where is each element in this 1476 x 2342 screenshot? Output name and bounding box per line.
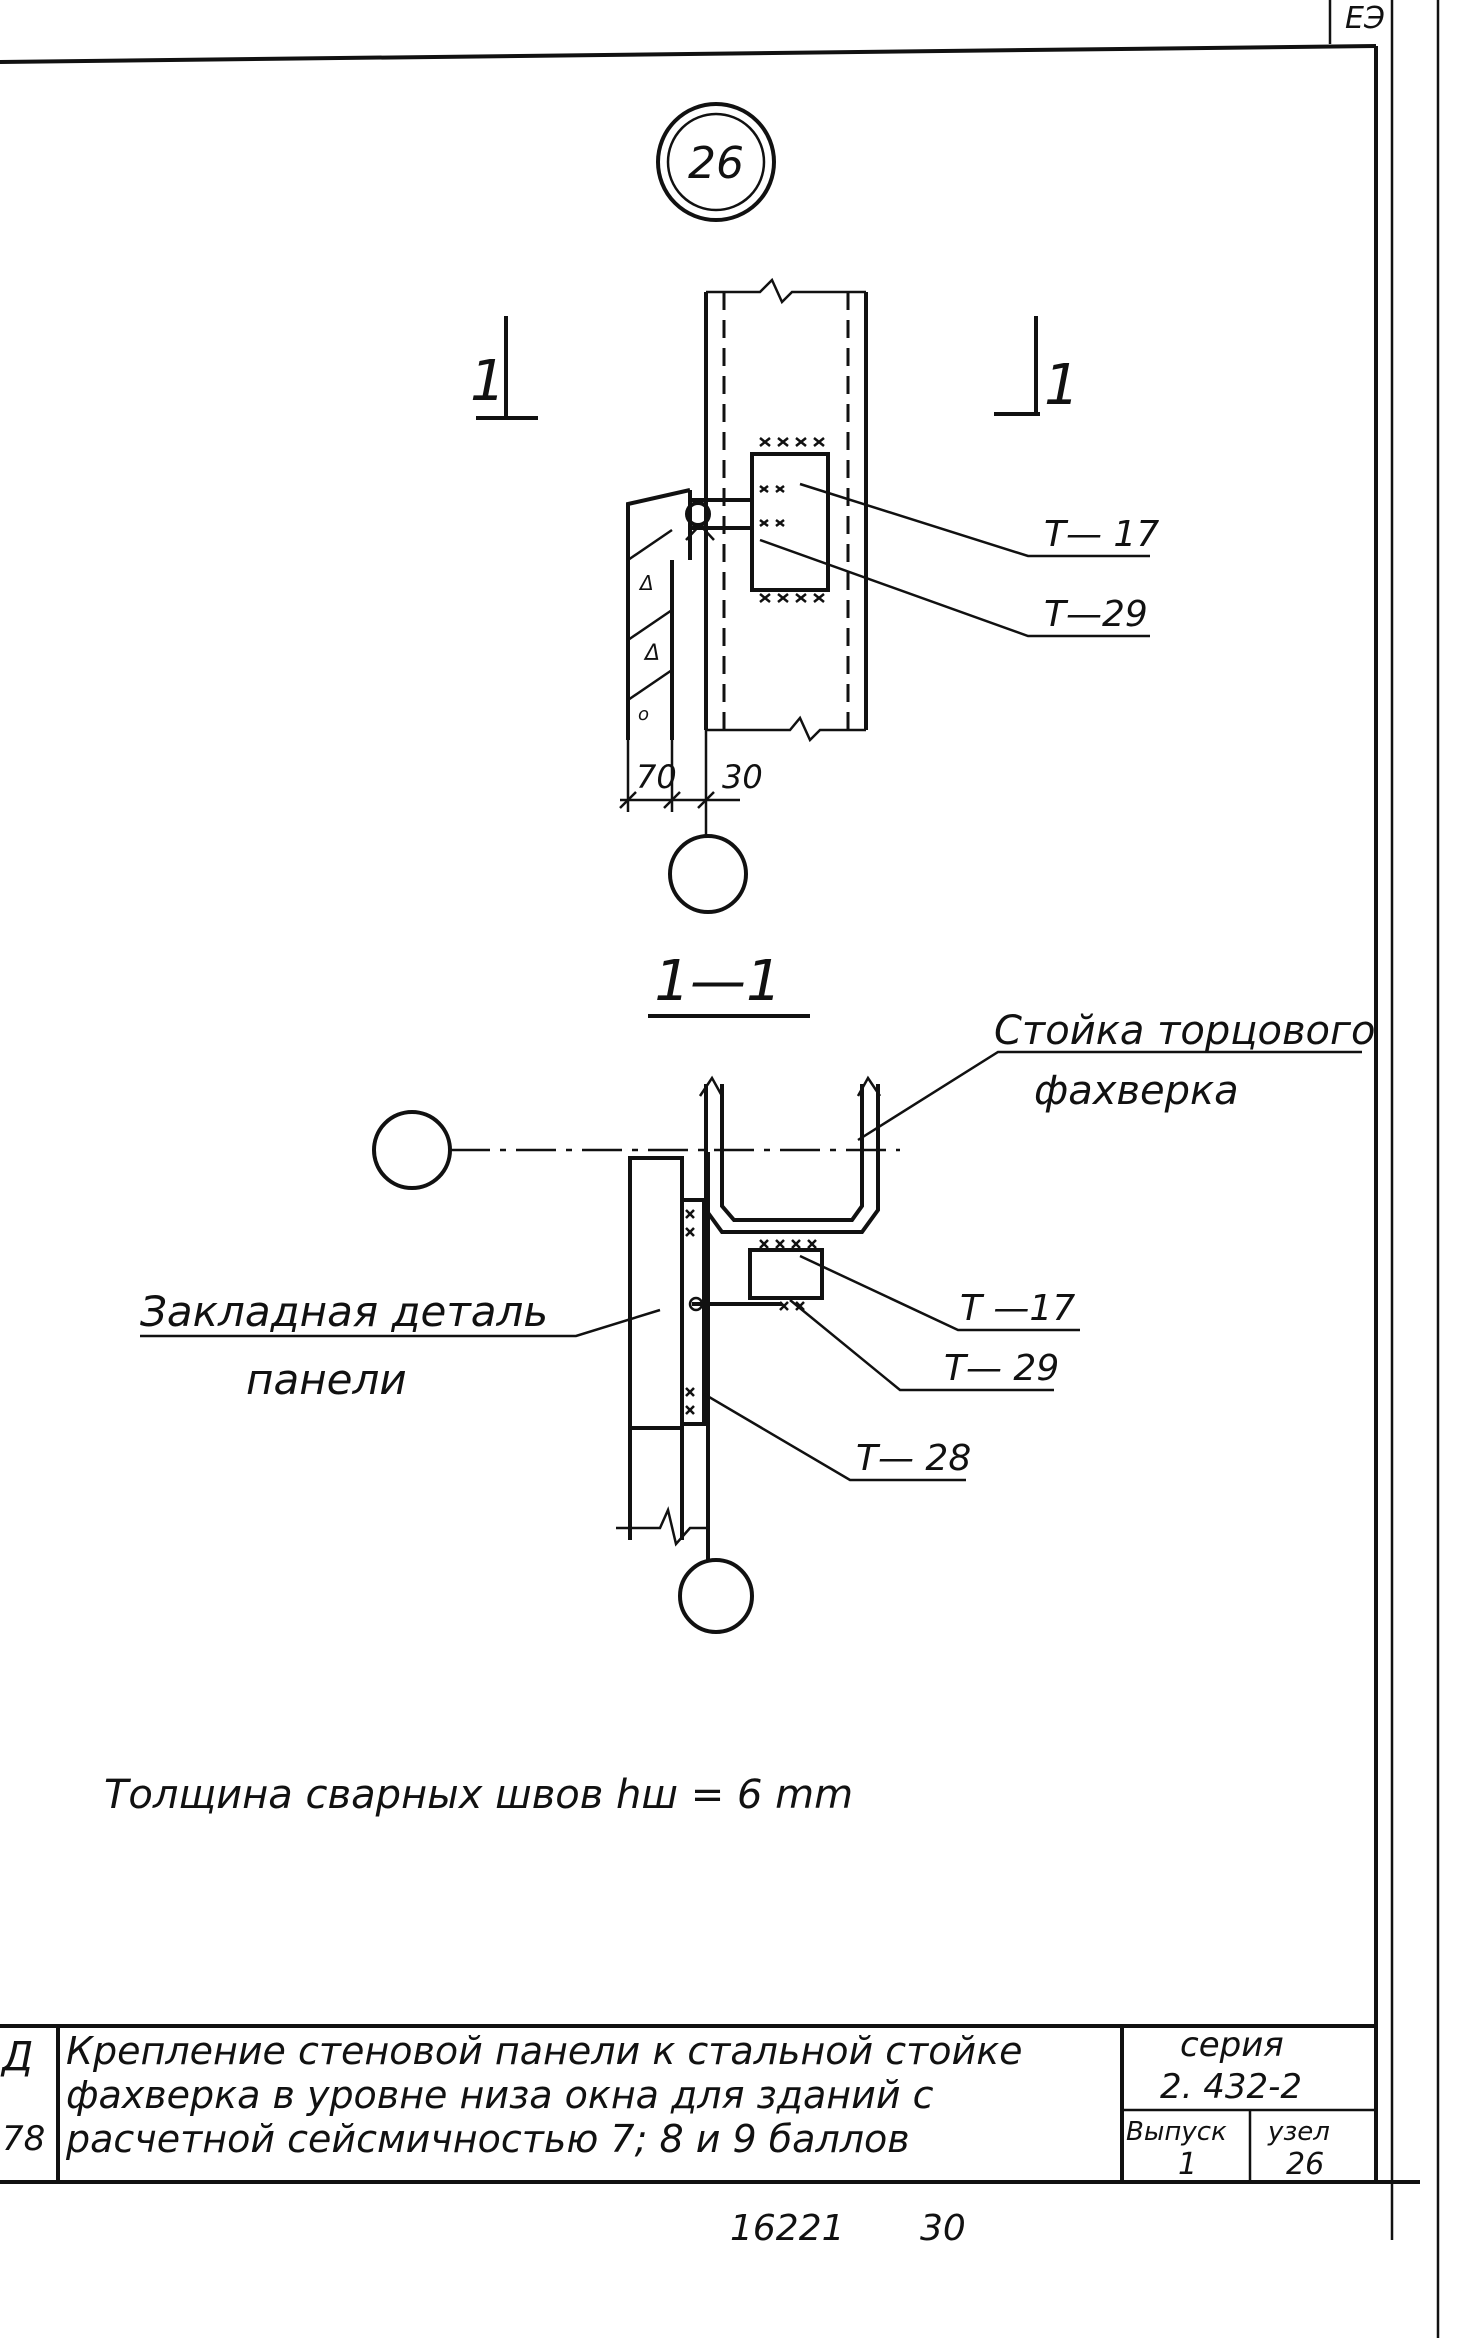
label-t29-section: Т— 29 [944,1348,1059,1389]
column-elevation [704,277,868,743]
axis-bubble-lower [678,1558,754,1634]
dimension-70: 70 [636,758,677,796]
node-marker: 26 [656,102,776,222]
section-mark-left-label: 1 [470,349,506,414]
label-t29-upper: Т—29 [1044,594,1148,635]
dimension-30: 30 [722,758,763,796]
leaders-section [140,1050,1362,1482]
axis-bubble-upper [668,834,748,914]
section-mark-right-label: 1 [1044,353,1080,418]
section-view [372,1075,900,1560]
label-column-line1: Стойка торцового [994,1008,1375,1054]
node-number: 26 [688,138,744,189]
section-mark-left: 1 [470,316,538,420]
series-label: серия [1180,2025,1284,2065]
footer-sheet: 30 [920,2208,966,2249]
section-mark-right: 1 [994,316,1080,418]
footer-number: 16221 [730,2208,845,2249]
label-embed-line1: Закладная деталь [140,1287,548,1336]
label-t17-section: Т —17 [960,1288,1075,1329]
sheet-frame [0,0,1440,2338]
corner-mark: ЕЭ [1345,1,1385,36]
title-line-1: Крепление стеновой панели к стальной сто… [66,2029,1023,2073]
title-block [0,2024,1376,2182]
issue-label: Выпуск [1126,2117,1227,2147]
label-t28-section: Т— 28 [856,1438,971,1479]
leaders-upper [759,482,1150,638]
issue-value: 1 [1178,2147,1197,2182]
title-line-2: фахверка в уровне низа окна для зданий с [66,2073,934,2117]
left-edge-mark-1: Д [0,2034,33,2080]
node-label: узел [1267,2117,1330,2147]
label-t17-upper: Т— 17 [1044,514,1159,555]
wall-panel-elevation: Δ Δ o [626,488,692,740]
left-edge-mark-2: 78 [2,2119,45,2159]
dimension-line [619,730,740,836]
series-value: 2. 432-2 [1160,2067,1302,2107]
svg-text:o: o [638,704,649,725]
node-value: 26 [1286,2147,1324,2182]
svg-text:Δ: Δ [638,571,654,595]
svg-text:Δ: Δ [643,641,660,666]
label-column-line2: фахверка [1034,1068,1239,1114]
section-title: 1—1 [654,949,781,1014]
label-embed-line2: панели [246,1355,407,1404]
connection-elevation [685,437,830,603]
title-line-3: расчетной сейсмичностью 7; 8 и 9 баллов [65,2117,910,2161]
weld-note: Толщина сварных швов hш = 6 mm [104,1772,853,1818]
